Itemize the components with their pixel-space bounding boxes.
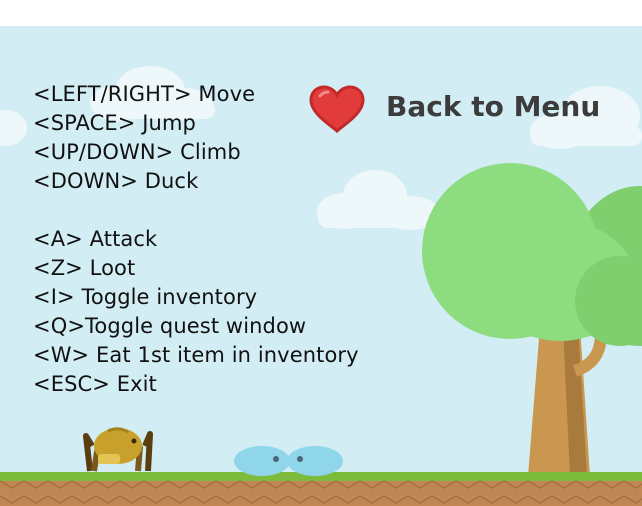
background-art <box>0 66 642 506</box>
control-climb: <UP/DOWN> Climb <box>33 140 241 164</box>
control-eat: <W> Eat 1st item in inventory <box>33 343 359 367</box>
cloud-middle <box>317 170 443 230</box>
spider-enemy <box>83 427 153 472</box>
back-to-menu-label[interactable]: Back to Menu <box>386 90 601 123</box>
slime-enemy <box>234 446 343 476</box>
control-loot: <Z> Loot <box>33 256 136 280</box>
control-inventory: <I> Toggle inventory <box>33 285 258 309</box>
controls-spacer <box>33 196 359 225</box>
control-quest: <Q>Toggle quest window <box>33 314 307 338</box>
cloud-left <box>0 110 27 146</box>
ground <box>0 472 642 506</box>
control-exit: <ESC> Exit <box>33 372 157 396</box>
game-scene: <LEFT/RIGHT> Move <SPACE> Jump <UP/DOWN>… <box>0 26 642 506</box>
control-attack: <A> Attack <box>33 227 158 251</box>
control-move: <LEFT/RIGHT> Move <box>33 82 256 106</box>
cloud-top <box>90 66 215 121</box>
controls-list: <LEFT/RIGHT> Move <SPACE> Jump <UP/DOWN>… <box>33 80 359 399</box>
control-duck: <DOWN> Duck <box>33 169 199 193</box>
control-jump: <SPACE> Jump <box>33 111 196 135</box>
heart-icon[interactable] <box>308 84 366 134</box>
tree <box>422 163 642 476</box>
back-to-menu-button[interactable]: Back to Menu <box>306 82 606 134</box>
cloud-right <box>530 86 642 149</box>
window-title-bar <box>0 0 642 26</box>
